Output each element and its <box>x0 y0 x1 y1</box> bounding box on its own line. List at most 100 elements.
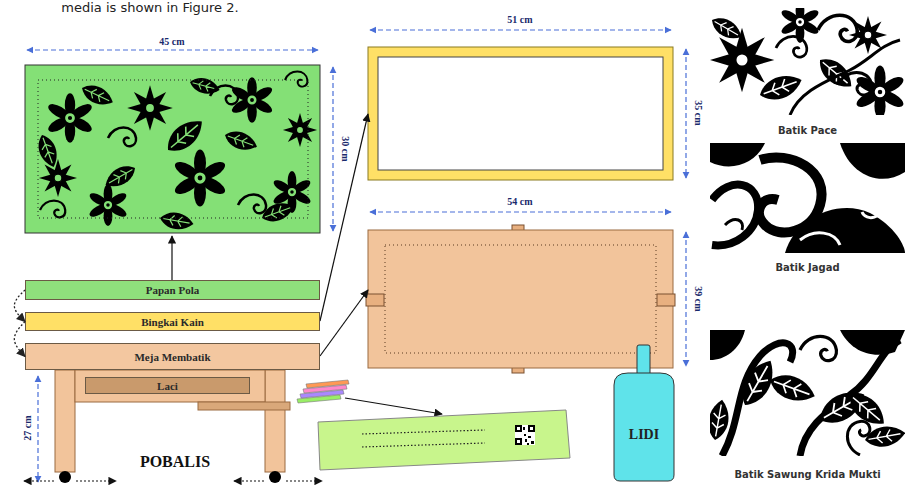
dimension-line <box>37 376 38 482</box>
table-body <box>55 370 290 472</box>
table-top <box>657 294 675 306</box>
qr-code <box>527 443 529 445</box>
wax-bottle: LIDI <box>606 343 682 483</box>
batik-sawung-image <box>766 369 819 407</box>
qr-code <box>517 427 520 430</box>
batik-pace-image <box>710 8 905 115</box>
qr-code <box>524 434 526 436</box>
table-body <box>55 370 75 472</box>
pattern-board <box>161 113 209 158</box>
table-body <box>198 402 290 410</box>
dimension-line <box>370 211 671 212</box>
pattern-board <box>38 80 308 218</box>
pattern-board <box>34 72 317 232</box>
dimension-label: 30 cm <box>340 136 351 161</box>
node-text: Laci <box>157 380 178 392</box>
pattern-card <box>297 380 349 403</box>
dimension-line <box>370 29 671 30</box>
batik-pace-image <box>776 36 807 57</box>
motion-arrow <box>234 480 264 481</box>
node-text: Meja Membatik <box>134 351 210 363</box>
qr-code <box>528 436 531 438</box>
product-name: POBALIS <box>140 453 210 471</box>
motion-arrow <box>76 480 116 481</box>
batik-sample: Batik Sawung Krida Mukti <box>710 328 905 480</box>
table-body <box>75 370 265 402</box>
pattern-board <box>283 113 317 147</box>
assembly-arrow <box>14 322 25 357</box>
batik-pace-image <box>710 28 774 93</box>
bottle-body <box>614 373 674 481</box>
batik-pace-image <box>838 72 872 94</box>
batik-jagad-image <box>850 153 885 162</box>
dimension-label: 39 cm <box>693 286 704 311</box>
table-top <box>366 294 384 306</box>
node-text: Batik Jagad <box>775 262 839 273</box>
pattern-board <box>101 161 139 192</box>
pattern-board <box>159 210 195 232</box>
pattern-board <box>172 150 227 207</box>
wheel <box>59 471 71 483</box>
batik-jagad-image <box>840 143 905 179</box>
pattern-board <box>88 184 129 226</box>
leader-arrow <box>345 398 442 414</box>
leader-arrow <box>320 114 368 321</box>
batik-jagad-image <box>712 185 758 246</box>
drawer-box: Laci <box>85 377 250 394</box>
batik-table-layer: Meja Membatik <box>25 343 320 370</box>
batik-jagad-image <box>710 143 905 253</box>
pattern-board <box>210 86 238 105</box>
dimension-label: 27 cm <box>22 415 33 440</box>
batik-sawung-image <box>710 398 732 442</box>
batik-jagad-image <box>710 143 765 166</box>
qr-code <box>515 438 522 445</box>
batik-jagad-image <box>759 157 822 232</box>
wheel <box>59 471 281 483</box>
dimension-line <box>27 30 686 482</box>
pattern-card-detail <box>362 430 485 434</box>
pattern-board <box>238 195 266 214</box>
dimension-line <box>332 67 333 231</box>
batik-sawung-image <box>800 336 836 360</box>
batik-jagad-image <box>710 143 905 253</box>
pattern-board-layer: Papan Pola <box>25 280 320 300</box>
pattern-card <box>297 395 341 403</box>
pattern-board <box>222 127 260 154</box>
qr-code <box>525 439 527 442</box>
pattern-board <box>79 81 117 110</box>
qr-code <box>531 441 534 444</box>
qr-code <box>515 425 522 432</box>
table-top <box>368 230 673 368</box>
dimension-label: 54 cm <box>507 196 532 207</box>
fabric-frame <box>378 57 663 170</box>
node-text: Bingkai Kain <box>141 316 204 328</box>
pattern-card-detail <box>318 410 570 470</box>
pattern-card-detail <box>318 410 570 470</box>
dimension-label: 51 cm <box>507 14 532 25</box>
batik-sample: Batik Jagad <box>710 143 905 273</box>
table-top <box>385 245 656 353</box>
batik-sample: Batik Pace <box>710 8 905 136</box>
pattern-board <box>34 132 61 170</box>
batik-jagad-image <box>800 233 840 245</box>
motion-arrow <box>286 480 322 481</box>
dimension-line <box>685 49 686 178</box>
pattern-board <box>108 128 136 147</box>
qr-code <box>515 425 535 445</box>
leader-arrow <box>320 290 368 356</box>
leader-arrow <box>171 236 172 280</box>
pattern-board <box>46 93 94 142</box>
batik-jagad-image <box>840 191 882 218</box>
table-top <box>366 225 675 373</box>
cropped-caption: media is shown in Figure 2. <box>61 0 238 15</box>
qr-code <box>530 427 533 430</box>
pattern-card-detail <box>362 443 485 447</box>
wheel <box>269 471 281 483</box>
pattern-board <box>39 159 77 197</box>
fabric-frame <box>368 47 673 180</box>
dimension-line <box>685 232 686 366</box>
node-text: Batik Pace <box>778 125 837 136</box>
dimension-label: 45 cm <box>159 36 184 47</box>
